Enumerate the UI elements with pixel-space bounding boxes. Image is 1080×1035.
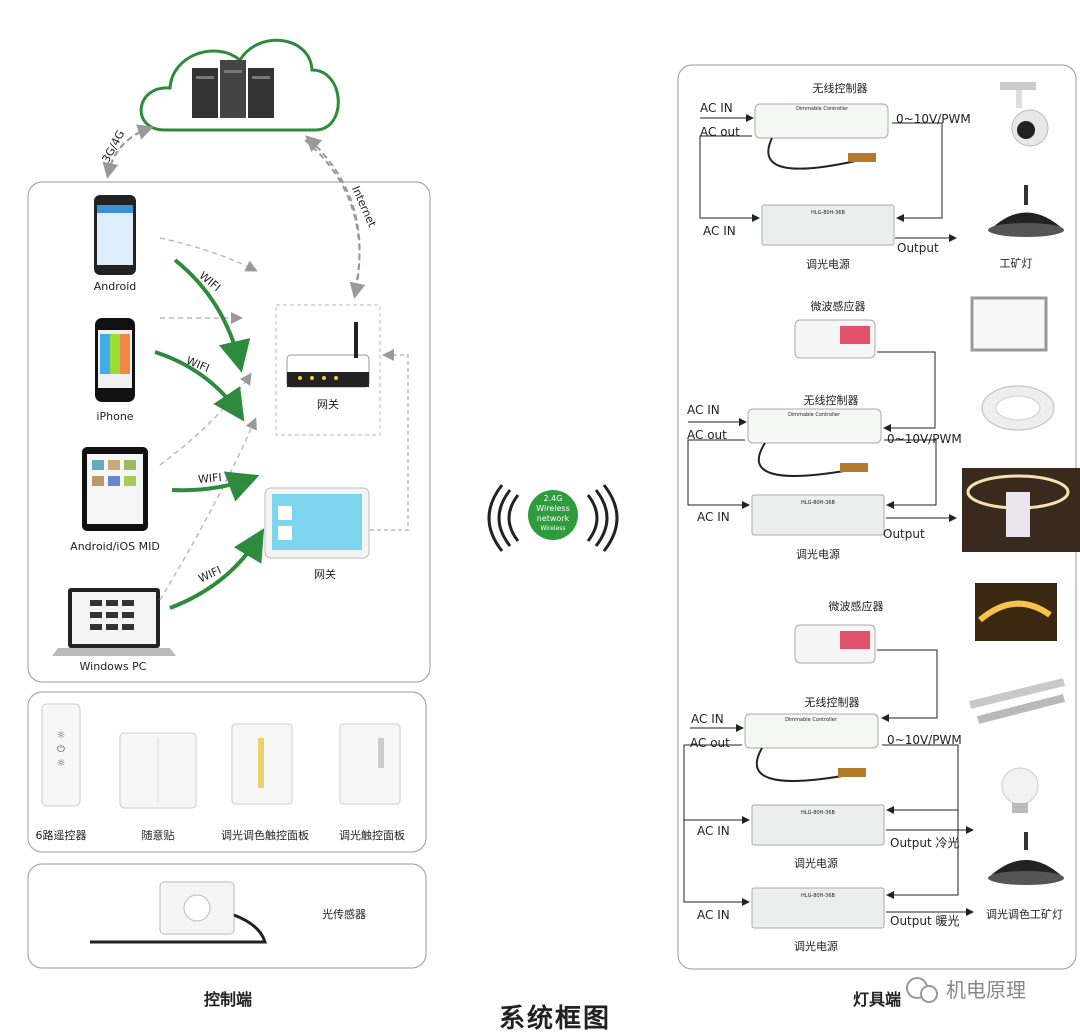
driver-2-model: HLG-80H-36B xyxy=(801,500,835,506)
block1-controller-label: 无线控制器 xyxy=(812,82,868,95)
dimming-driver-2-icon xyxy=(751,494,885,536)
wall-switch-label: 随意贴 xyxy=(141,829,175,842)
device-label-tablet: Android/iOS MID xyxy=(70,540,160,553)
block1-lamp-label: 工矿灯 xyxy=(999,257,1033,270)
svg-text:☼: ☼ xyxy=(57,758,66,769)
block3-driver1-label: 调光电源 xyxy=(794,857,838,870)
block2-ac-in: AC IN xyxy=(687,403,720,417)
block2-signal: 0~10V/PWM xyxy=(887,432,962,446)
wifi-label-3: WIFI xyxy=(197,470,223,487)
block3-controller-label: 无线控制器 xyxy=(804,696,860,709)
panel-light-icon xyxy=(970,296,1048,352)
laptop-icon xyxy=(52,588,176,656)
dimming-driver-3-icon xyxy=(751,804,885,846)
wireless-signal-icon xyxy=(487,484,619,552)
driver-4-model: HLG-80H-36B xyxy=(801,893,835,899)
led-strip-icon xyxy=(975,583,1057,641)
block1-ac-out: AC out xyxy=(700,125,740,139)
device-label-pc: Windows PC xyxy=(79,660,147,673)
track-spotlight-icon xyxy=(1000,82,1049,147)
light-sensor-label: 光传感器 xyxy=(322,908,366,921)
control-side-title: 控制端 xyxy=(203,990,253,1009)
svg-text:☼: ☼ xyxy=(57,730,66,741)
badge-line-4: Wireless xyxy=(540,525,566,532)
color-touch-panel-label: 调光调色触控面板 xyxy=(221,829,309,842)
iphone-icon xyxy=(95,318,135,402)
wall-switch-icon xyxy=(119,732,197,809)
block2-controller-label: 无线控制器 xyxy=(803,394,859,407)
microwave-sensor-1-icon xyxy=(794,319,876,359)
block2-ac-out: AC out xyxy=(687,428,727,442)
block3-driver2-in: AC IN xyxy=(697,908,730,922)
led-bulb-icon xyxy=(1001,767,1039,813)
block2-output: Output xyxy=(883,527,925,541)
svg-text:⏻: ⏻ xyxy=(57,744,65,755)
microwave-sensor-2-icon xyxy=(794,624,876,664)
block3-output-cold: Output 冷光 xyxy=(890,836,960,850)
high-bay-lamp-icon xyxy=(988,185,1064,237)
dimming-driver-1-icon xyxy=(761,204,895,246)
driver-3-model: HLG-80H-36B xyxy=(801,810,835,816)
tablet-icon xyxy=(82,447,148,531)
panel-gateway-label: 网关 xyxy=(314,568,336,581)
driver-1-model: HLG-80H-36B xyxy=(811,210,845,216)
block3-output-warm: Output 暖光 xyxy=(890,914,960,928)
block3-ac-out: AC out xyxy=(690,736,730,750)
block2-driver-in: AC IN xyxy=(697,510,730,524)
watermark: 机电原理 xyxy=(946,978,1026,1002)
touch-panel-color-icon xyxy=(231,723,293,805)
server-icon xyxy=(192,60,274,118)
remote-label: 6路遥控器 xyxy=(35,829,87,842)
block1-driver-in: AC IN xyxy=(703,224,736,238)
touch-panel-dim-icon xyxy=(339,723,401,805)
diagram-title: 系统框图 xyxy=(498,1004,612,1034)
high-bay-lamp-2-icon xyxy=(988,832,1064,885)
wechat-icon xyxy=(906,977,938,1003)
light-sensor-icon xyxy=(90,881,268,944)
block3-sensor-label: 微波感应器 xyxy=(828,600,884,613)
android-phone-icon xyxy=(94,195,136,275)
device-label-android: Android xyxy=(93,280,137,293)
block3-lamp-label: 调光调色工矿灯 xyxy=(986,908,1063,921)
block1-signal: 0~10V/PWM xyxy=(896,112,971,126)
block1-ac-in: AC IN xyxy=(700,101,733,115)
block3-signal: 0~10V/PWM xyxy=(887,733,962,747)
controller-3-name: Dimmable Controller xyxy=(785,717,837,723)
badge-line-1: 2.4G xyxy=(543,494,563,503)
block3-driver1-in: AC IN xyxy=(697,824,730,838)
led-tube-icon xyxy=(969,678,1065,724)
block2-driver-label: 调光电源 xyxy=(796,548,840,561)
dimming-driver-4-icon xyxy=(751,887,885,929)
downlight-icon xyxy=(981,385,1055,431)
router-gateway-label: 网关 xyxy=(317,398,339,411)
badge-line-3: network xyxy=(536,514,570,523)
badge-line-2: Wireless xyxy=(536,504,570,513)
block3-driver2-label: 调光电源 xyxy=(794,940,838,953)
device-label-iphone: iPhone xyxy=(96,410,134,423)
block1-driver-label: 调光电源 xyxy=(806,258,850,271)
block3-ac-in: AC IN xyxy=(691,712,724,726)
remote-control-icon: ☼ ⏻ ☼ xyxy=(41,703,81,807)
block1-output: Output xyxy=(897,241,939,255)
controller-2-name: Dimmable Controller xyxy=(788,412,840,418)
controller-1-name: Dimmable Controller xyxy=(796,106,848,112)
wireless-controller-2-icon xyxy=(747,408,882,444)
wireless-controller-3-icon xyxy=(744,713,879,749)
gateway-panel-icon xyxy=(264,487,370,559)
lamp-side-title: 灯具端 xyxy=(852,990,902,1009)
chandelier-icon xyxy=(962,468,1080,552)
wireless-controller-1-icon xyxy=(754,103,889,139)
dim-touch-panel-label: 调光触控面板 xyxy=(339,829,405,842)
wireless-badge: 2.4G Wireless network Wireless xyxy=(528,494,578,534)
block2-sensor-label: 微波感应器 xyxy=(810,300,866,313)
router-icon xyxy=(286,322,370,388)
